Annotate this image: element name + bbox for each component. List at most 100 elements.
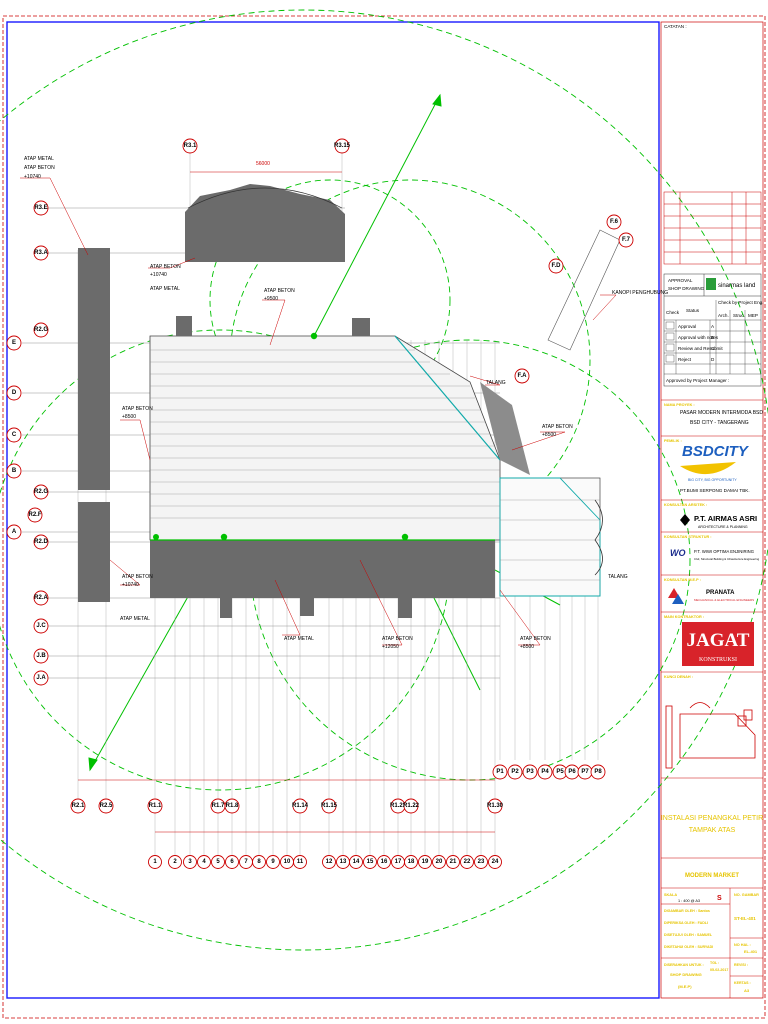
note-talang-1: TALANG xyxy=(486,380,506,386)
bubble-22: 22 xyxy=(464,859,471,865)
checkbox-approval[interactable] xyxy=(665,321,675,330)
project-location: BSD CITY - TANGERANG xyxy=(690,420,749,426)
bubble-8: 8 xyxy=(257,859,261,865)
bubble-p5: P5 xyxy=(556,769,564,775)
discipline-struc: Struc. xyxy=(733,313,745,318)
owner-tagline: BIG CITY, BIG OPPORTUNITY xyxy=(688,478,737,482)
status-label-3: Reject xyxy=(678,357,692,362)
digambar: DIGAMBAR OLEH : Santos xyxy=(664,909,710,913)
bubble-19: 19 xyxy=(422,859,429,865)
bubble-r11: R1.1 xyxy=(149,803,162,809)
wiwi-logo-icon: WO xyxy=(670,548,686,558)
note-atap-beton-2: ATAP BETON xyxy=(150,264,181,270)
kontraktor-label: MAIN KONTRAKTOR : xyxy=(664,615,704,619)
tgl-value: 05-02-2017 xyxy=(710,968,728,972)
contractor-sub: KONSTRUKSI xyxy=(699,657,737,663)
bubble-r122: R1.22 xyxy=(403,803,420,809)
note-atap-metal-4: ATAP METAL xyxy=(284,636,314,642)
status-code-0: A xyxy=(711,324,715,329)
checkbox-reject[interactable] xyxy=(665,354,675,363)
checkbox-approval-notes[interactable] xyxy=(665,332,675,341)
check-header: Check xyxy=(666,310,680,315)
bubble-f7: F.7 xyxy=(622,237,631,243)
bubble-11: 11 xyxy=(297,859,304,865)
note-atap-beton-1: ATAP BETON xyxy=(24,165,55,171)
approval-title-1: APPROVAL xyxy=(668,278,693,283)
bubble-fa: F.A xyxy=(518,373,528,379)
bubble-9: 9 xyxy=(271,859,275,865)
note-atap-beton-5: ATAP BETON xyxy=(122,574,153,580)
status-code-3: D xyxy=(711,357,715,362)
approval-box: APPROVAL SHOP DRAWING sinarmas land Chec… xyxy=(663,273,763,387)
bubble-r2a: R2.A xyxy=(34,595,48,601)
title-block-frame xyxy=(660,21,764,999)
jagat-logo xyxy=(682,622,754,666)
note-talang-2: TALANG xyxy=(608,574,628,580)
bubble-10: 10 xyxy=(284,859,291,865)
bubble-r3a: R3.A xyxy=(34,250,48,256)
bubble-r31: R3.1 xyxy=(184,143,197,149)
airmas-logo-icon xyxy=(680,514,690,526)
status-label-0: Approval xyxy=(678,324,696,329)
proyek-label: NAMA PROYEK : xyxy=(664,403,695,407)
note-atap-beton-6: ATAP BETON xyxy=(382,636,413,642)
pemilik-label: PEMILIK : xyxy=(664,439,682,443)
title-block-dividers xyxy=(661,399,763,889)
mep-label: KONSULTAN M.E.P : xyxy=(664,578,701,582)
note-kanopi: KANOPI PENGHUBUNG xyxy=(612,290,668,296)
bubble-r130: R1.30 xyxy=(487,803,504,809)
structure-name: P.T. WIWI OPTIMA ENJINIRING xyxy=(694,549,754,554)
sheet-border xyxy=(2,15,766,1019)
bubble-p6: P6 xyxy=(568,769,576,775)
bubble-r115: R1.15 xyxy=(321,803,338,809)
shop-drawing: SHOP DRAWING xyxy=(670,972,702,977)
bubble-12: 12 xyxy=(326,859,333,865)
rev-letter: S xyxy=(717,895,722,902)
owner-logo-swoosh-icon xyxy=(680,462,736,475)
bubble-jc: J.C xyxy=(36,623,46,629)
bubble-fd: F.D xyxy=(552,263,562,269)
mep-sub: MECHANICAL & ELECTRICAL ENGINEERS xyxy=(694,598,754,602)
status-label-1: Approval with notes xyxy=(678,335,719,340)
checkbox-review[interactable] xyxy=(665,343,675,352)
bubble-ja: J.A xyxy=(36,675,46,681)
note-elev-6: +12050 xyxy=(382,644,399,650)
owner-name: PT.BUMI SERPONG DAMAI TBK. xyxy=(680,488,750,493)
status-label-2: Review and Resubmit xyxy=(678,346,723,351)
concrete-roof-lower xyxy=(150,539,495,618)
bubble-a: A xyxy=(12,529,17,535)
bubble-r315: R3.15 xyxy=(334,143,351,149)
bubble-6: 6 xyxy=(230,859,234,865)
bubble-21: 21 xyxy=(450,859,457,865)
bubble-p1: P1 xyxy=(496,769,504,775)
bubble-r25: R2.5 xyxy=(100,803,113,809)
tgl-label: TGL : xyxy=(710,961,719,965)
note-elev-4: +8500 xyxy=(122,414,136,420)
approval-logo: sinarmas land xyxy=(718,283,755,289)
skala-label: SKALA xyxy=(664,893,677,897)
roof-block-r3 xyxy=(185,171,345,262)
bubble-5: 5 xyxy=(216,859,220,865)
building-name: MODERN MARKET xyxy=(685,873,739,879)
note-atap-beton-8: ATAP BETON xyxy=(542,424,573,430)
sinarmas-logo-icon xyxy=(706,278,716,290)
diperiksa: DIPERIKSA OLEH : FADLI xyxy=(664,921,708,925)
roof-strip-left xyxy=(78,248,110,490)
bubble-r121: R1.21 xyxy=(390,803,407,809)
bubble-d: D xyxy=(12,390,17,396)
sheet-title-1: INSTALASI PENANGKAL PETIR xyxy=(661,815,763,822)
status-code-2: C xyxy=(711,346,715,351)
info-grid xyxy=(661,888,763,998)
bubble-r2g-2: R2.G xyxy=(34,489,48,495)
bubble-c: C xyxy=(12,432,17,438)
bubble-p4: P4 xyxy=(541,769,549,775)
title-block: CATATAN : APPROVAL SHOP DRAWING sinarmas… xyxy=(661,24,763,998)
status-header: Status xyxy=(686,308,700,313)
bubble-17: 17 xyxy=(395,859,402,865)
bubble-r21: R2.1 xyxy=(72,803,85,809)
bubble-16: 16 xyxy=(381,859,388,865)
bubble-jb: J.B xyxy=(36,653,46,659)
bubble-r18: R1.8 xyxy=(226,803,239,809)
bubble-15: 15 xyxy=(367,859,374,865)
